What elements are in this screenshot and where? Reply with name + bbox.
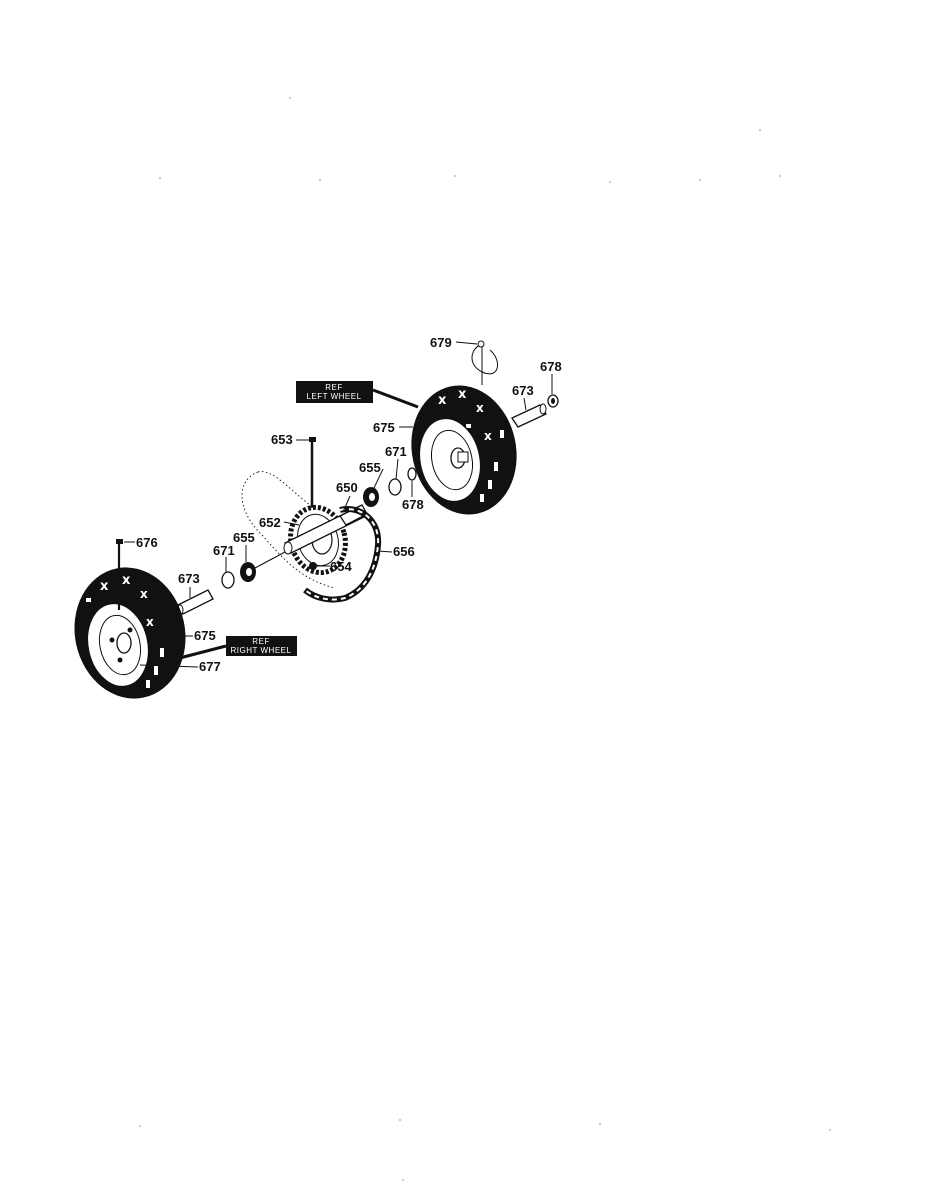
pin-679	[471, 340, 498, 385]
chain-656	[303, 506, 382, 603]
svg-text:x: x	[458, 387, 467, 402]
ref-left-wheel-line1: REF	[325, 383, 343, 392]
label-654: 654	[330, 559, 352, 574]
label-655-top: 655	[359, 460, 381, 475]
left-wheel-assembly: x x x x	[411, 385, 517, 515]
scan-noise	[139, 97, 831, 1181]
nut-654	[309, 562, 317, 570]
label-652: 652	[259, 515, 281, 530]
bearing-655-top	[363, 487, 379, 507]
label-675-top: 675	[373, 420, 395, 435]
ref-left-wheel-box: REF LEFT WHEEL	[296, 381, 419, 409]
washer-671-bottom	[221, 571, 235, 589]
label-653: 653	[271, 432, 293, 447]
bearing-655-bottom	[240, 562, 256, 582]
label-679: 679	[430, 335, 452, 350]
part-labels: 679 678 673 675 653 671 655 650 678 652 …	[136, 335, 562, 674]
svg-text:x: x	[100, 579, 109, 594]
svg-text:x: x	[140, 587, 148, 601]
label-671-top: 671	[385, 444, 407, 459]
svg-text:x: x	[438, 393, 447, 408]
svg-text:x: x	[476, 401, 484, 415]
label-655-bottom: 655	[233, 530, 255, 545]
chain-path-dotted	[241, 471, 336, 589]
leader-lines	[124, 341, 553, 668]
ref-right-wheel-box: REF RIGHT WHEEL	[171, 636, 297, 662]
axle-tube-673-bottom	[176, 589, 214, 616]
label-678-top: 678	[540, 359, 562, 374]
ref-right-wheel-line2: RIGHT WHEEL	[231, 646, 292, 655]
axle-tube-673-top	[511, 403, 547, 428]
label-677: 677	[199, 659, 221, 674]
svg-text:x: x	[146, 615, 154, 629]
label-676: 676	[136, 535, 158, 550]
label-678-mid: 678	[402, 497, 424, 512]
label-671-bottom: 671	[213, 543, 235, 558]
label-673-top: 673	[512, 383, 534, 398]
spacer-678-mid	[407, 467, 417, 481]
ref-left-wheel-line2: LEFT WHEEL	[306, 392, 361, 401]
cap-678-top	[547, 394, 559, 408]
label-656: 656	[393, 544, 415, 559]
label-675-bottom: 675	[194, 628, 216, 643]
washer-671-top	[388, 478, 402, 496]
svg-text:x: x	[484, 429, 492, 443]
ref-right-wheel-line1: REF	[252, 637, 270, 646]
svg-text:x: x	[122, 573, 131, 588]
bolt-653	[309, 437, 316, 514]
bolt-676	[116, 539, 123, 610]
label-673-bottom: 673	[178, 571, 200, 586]
label-650: 650	[336, 480, 358, 495]
